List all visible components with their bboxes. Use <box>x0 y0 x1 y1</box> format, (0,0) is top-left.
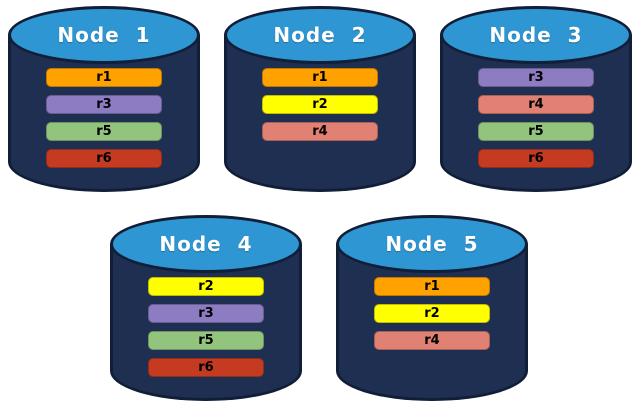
replica-bar-r6: r6 <box>478 149 594 168</box>
replica-bar-r1: r1 <box>46 68 162 87</box>
node-label: Node 4 <box>159 232 253 256</box>
node-label: Node 1 <box>57 23 151 47</box>
replica-bar-r1: r1 <box>374 277 490 296</box>
replica-label: r5 <box>96 124 112 139</box>
replica-bar-r4: r4 <box>478 95 594 114</box>
cylinder-top: Node 3 <box>440 6 632 64</box>
node-label: Node 3 <box>489 23 583 47</box>
replica-bar-r3: r3 <box>46 95 162 114</box>
replica-bar-r4: r4 <box>262 122 378 141</box>
cylinder-top: Node 2 <box>224 6 416 64</box>
replica-bar-r2: r2 <box>374 304 490 323</box>
database-node-2: Node 2 r1 r2 r4 <box>224 6 416 192</box>
replica-label: r2 <box>424 306 440 321</box>
replica-label: r3 <box>198 306 214 321</box>
replica-label: r3 <box>528 70 544 85</box>
node-label: Node 5 <box>385 232 479 256</box>
replica-bar-r3: r3 <box>148 304 264 323</box>
replica-label: r6 <box>198 360 214 375</box>
replica-label: r1 <box>312 70 328 85</box>
database-node-3: Node 3 r3 r4 r5 r6 <box>440 6 632 192</box>
database-node-1: Node 1 r1 r3 r5 r6 <box>8 6 200 192</box>
replica-bar-r6: r6 <box>148 358 264 377</box>
replica-label: r6 <box>96 151 112 166</box>
database-node-4: Node 4 r2 r3 r5 r6 <box>110 215 302 401</box>
replica-label: r5 <box>528 124 544 139</box>
database-node-5: Node 5 r1 r2 r4 <box>336 215 528 401</box>
replica-label: r1 <box>96 70 112 85</box>
replica-label: r2 <box>312 97 328 112</box>
replica-label: r5 <box>198 333 214 348</box>
replica-bar-r5: r5 <box>46 122 162 141</box>
replica-list: r1 r3 r5 r6 <box>46 68 162 168</box>
cylinder-top: Node 4 <box>110 215 302 273</box>
replica-label: r1 <box>424 279 440 294</box>
replica-bar-r2: r2 <box>148 277 264 296</box>
replica-bar-r1: r1 <box>262 68 378 87</box>
replica-label: r6 <box>528 151 544 166</box>
replica-bar-r6: r6 <box>46 149 162 168</box>
replica-bar-r3: r3 <box>478 68 594 87</box>
replica-list: r1 r2 r4 <box>374 277 490 350</box>
replica-bar-r2: r2 <box>262 95 378 114</box>
replica-label: r4 <box>424 333 440 348</box>
node-row-bottom: Node 4 r2 r3 r5 r6 Node 5 r1 r2 r4 <box>0 215 638 401</box>
replica-bar-r5: r5 <box>478 122 594 141</box>
cylinder-top: Node 5 <box>336 215 528 273</box>
replica-bar-r4: r4 <box>374 331 490 350</box>
replica-label: r3 <box>96 97 112 112</box>
replica-label: r4 <box>528 97 544 112</box>
replica-list: r1 r2 r4 <box>262 68 378 141</box>
replica-list: r2 r3 r5 r6 <box>148 277 264 377</box>
replica-label: r4 <box>312 124 328 139</box>
replica-bar-r5: r5 <box>148 331 264 350</box>
cylinder-top: Node 1 <box>8 6 200 64</box>
replica-label: r2 <box>198 279 214 294</box>
node-label: Node 2 <box>273 23 367 47</box>
replica-list: r3 r4 r5 r6 <box>478 68 594 168</box>
